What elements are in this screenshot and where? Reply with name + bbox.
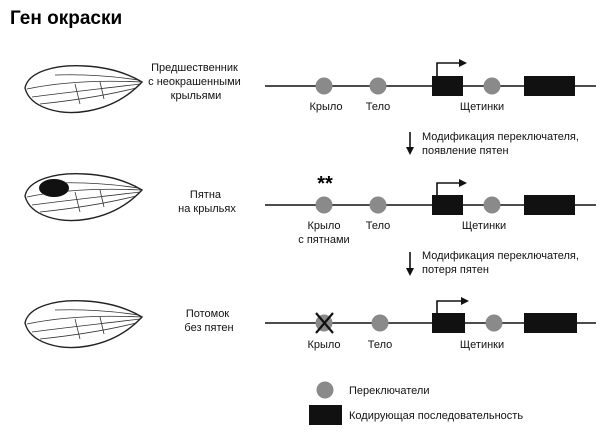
coding-block bbox=[432, 313, 465, 333]
bristles-switch bbox=[483, 77, 501, 95]
bristles-switch-label: Щетинки bbox=[460, 101, 504, 113]
modification-mark: ** bbox=[317, 173, 333, 195]
body-switch bbox=[369, 77, 387, 95]
wing-spot bbox=[39, 179, 69, 197]
transcription-start-icon bbox=[436, 297, 469, 313]
legend-switch-label: Переключатели bbox=[349, 385, 429, 397]
coding-block bbox=[432, 195, 463, 215]
wing-icon bbox=[24, 300, 144, 349]
coding-block bbox=[524, 76, 575, 96]
coding-block bbox=[432, 76, 463, 96]
legend-coding-label: Кодирующая последовательность bbox=[349, 410, 523, 422]
body-switch-label: Тело bbox=[368, 339, 393, 351]
transcription-start-icon bbox=[436, 179, 467, 195]
bristles-switch bbox=[485, 314, 503, 332]
body-switch bbox=[369, 196, 387, 214]
spotted-wing-icon bbox=[24, 173, 144, 222]
row-spotted: Пятна на крыльях ** Крыло с пятнами Тело… bbox=[24, 173, 596, 246]
body-switch bbox=[371, 314, 389, 332]
transition-label: Модификация переключателя, потеря пятен bbox=[422, 250, 582, 276]
legend-coding-swatch bbox=[309, 405, 342, 425]
row-ancestor: Предшественник с неокрашенными крыльями … bbox=[24, 59, 596, 114]
bristles-switch bbox=[483, 196, 501, 214]
transition-label: Модификация переключателя, появление пят… bbox=[422, 131, 582, 157]
transcription-start-icon bbox=[436, 59, 467, 76]
wing-switch-label-2: с пятнами bbox=[298, 234, 349, 246]
row-label: Потомок без пятен bbox=[184, 308, 233, 334]
body-switch-label: Тело bbox=[366, 220, 391, 232]
coding-block bbox=[524, 313, 577, 333]
bristles-switch-label: Щетинки bbox=[462, 220, 506, 232]
body-switch-label: Тело bbox=[366, 101, 391, 113]
broken-wing-switch bbox=[315, 312, 334, 334]
transition-1: Модификация переключателя, появление пят… bbox=[406, 131, 582, 157]
legend-switch-swatch bbox=[316, 381, 334, 399]
bristles-switch-label: Щетинки bbox=[460, 339, 504, 351]
row-label: Предшественник с неокрашенными крыльями bbox=[148, 62, 244, 102]
wing-icon bbox=[24, 65, 144, 114]
diagram-title: Ген окраски bbox=[10, 8, 122, 29]
row-label: Пятна на крыльях bbox=[178, 189, 236, 215]
wing-switch-label: Крыло bbox=[307, 220, 340, 232]
wing-switch bbox=[315, 196, 333, 214]
wing-switch-label: Крыло bbox=[309, 101, 342, 113]
wing-switch-label: Крыло bbox=[307, 339, 340, 351]
coding-block bbox=[524, 195, 575, 215]
wing-switch bbox=[315, 77, 333, 95]
transition-2: Модификация переключателя, потеря пятен bbox=[406, 250, 582, 276]
row-descendant: Потомок без пятен Крыло Тело Щетинки bbox=[24, 297, 596, 351]
legend: Переключатели Кодирующая последовательно… bbox=[309, 381, 523, 425]
